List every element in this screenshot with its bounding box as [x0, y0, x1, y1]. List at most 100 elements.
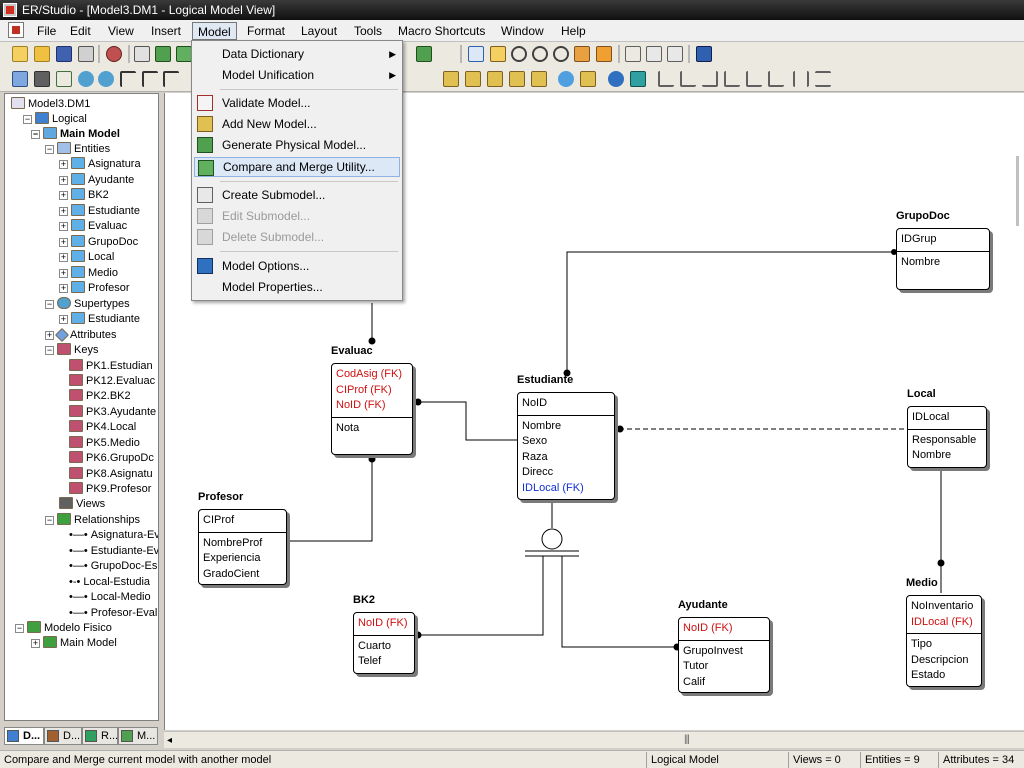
tree-key[interactable]: PK12.Evaluac: [69, 374, 155, 389]
rel-profesor-evaluac[interactable]: [289, 459, 373, 542]
tree-attributes[interactable]: +Attributes: [45, 327, 117, 343]
attr-field[interactable]: Experiencia: [203, 552, 261, 564]
menu-item-model-properties[interactable]: Model Properties...: [222, 280, 323, 294]
move-icon[interactable]: [596, 46, 612, 62]
menu-model[interactable]: Model: [192, 22, 237, 40]
rel-grupodoc-estudiante[interactable]: [566, 251, 894, 375]
paste-icon[interactable]: [667, 46, 683, 62]
tree-physical-main-model[interactable]: +Main Model: [31, 636, 117, 649]
tree-entity[interactable]: +Local: [59, 250, 115, 263]
attr-field[interactable]: NombreProf: [203, 536, 263, 549]
attr-field[interactable]: Cuarto: [358, 639, 392, 652]
panel-splitter[interactable]: [1016, 156, 1019, 226]
new-icon[interactable]: [12, 46, 28, 62]
attr-field[interactable]: Raza: [522, 450, 548, 463]
attr-field[interactable]: Direcc: [522, 466, 554, 478]
layout-grid-icon[interactable]: [487, 71, 503, 87]
scissors-icon[interactable]: [625, 46, 641, 62]
tree-key[interactable]: PK5.Medio: [69, 436, 140, 451]
fk-field[interactable]: CodAsig (FK): [336, 368, 403, 380]
space-horizontal-icon[interactable]: [793, 71, 809, 87]
globe-icon[interactable]: [558, 71, 574, 87]
tab-macros[interactable]: M...: [118, 727, 158, 745]
refresh-icon[interactable]: [580, 71, 596, 87]
zoom-in-icon[interactable]: [511, 46, 527, 62]
tree-main-model[interactable]: −Main Model: [31, 127, 120, 140]
rel-estudiante-ayudante[interactable]: [561, 556, 678, 648]
tree-entity[interactable]: +Evaluac: [59, 219, 128, 232]
tree-physical-model[interactable]: −Modelo Fisico: [15, 621, 112, 634]
fk-field[interactable]: NoID (FK): [683, 622, 733, 634]
tree-key[interactable]: PK4.Local: [69, 420, 136, 435]
menu-view[interactable]: View: [108, 24, 134, 38]
attr-field[interactable]: Tutor: [683, 660, 709, 672]
menu-edit[interactable]: Edit: [70, 24, 91, 38]
subtype-tool-icon[interactable]: [78, 71, 94, 87]
attr-field[interactable]: Nombre: [901, 255, 941, 268]
rel-estudiante-evaluac[interactable]: [417, 401, 517, 441]
align-bottom-icon[interactable]: [768, 71, 784, 87]
recursive-rel-icon[interactable]: [163, 71, 179, 87]
subtype-circle[interactable]: [541, 528, 563, 550]
identifying-rel-icon[interactable]: [142, 71, 158, 87]
tree-supertypes[interactable]: −Supertypes: [45, 297, 130, 310]
entity-tool-icon[interactable]: [12, 71, 28, 87]
tree-root[interactable]: Model3.DM1: [11, 97, 90, 112]
document-icon[interactable]: [8, 22, 24, 38]
tree-relationship[interactable]: •—•Local-Medio: [69, 591, 151, 603]
tree-entity[interactable]: +BK2: [59, 188, 109, 201]
tree-entity[interactable]: +GrupoDoc: [59, 235, 139, 248]
tree-layout-icon[interactable]: [509, 71, 525, 87]
space-vertical-icon[interactable]: [815, 71, 831, 87]
view-tool-icon[interactable]: [34, 71, 50, 87]
print-icon[interactable]: [78, 46, 94, 62]
save-icon[interactable]: [56, 46, 72, 62]
align-top-icon[interactable]: [724, 71, 740, 87]
hand-pan-icon[interactable]: [490, 46, 506, 62]
tree-entity[interactable]: +Medio: [59, 266, 118, 279]
fk-field[interactable]: CIProf (FK): [336, 383, 392, 396]
canvas-horizontal-scrollbar[interactable]: ◂ |||: [164, 731, 1024, 748]
attr-field[interactable]: GrupoInvest: [683, 644, 743, 657]
tree-key[interactable]: PK8.Asignatu: [69, 467, 153, 482]
menu-tools[interactable]: Tools: [354, 24, 383, 38]
attr-field[interactable]: Nombre: [912, 449, 952, 461]
align-left-icon[interactable]: [658, 71, 674, 87]
attr-field[interactable]: Tipo: [911, 638, 932, 650]
open-icon[interactable]: [34, 46, 50, 62]
auto-layout-icon[interactable]: [630, 71, 646, 87]
copy-icon[interactable]: [646, 46, 662, 62]
fk-field[interactable]: IDLocal (FK): [911, 615, 973, 628]
attr-field[interactable]: Responsable: [912, 433, 977, 446]
tree-key[interactable]: PK6.GrupoDc: [69, 451, 154, 466]
tree-relationship[interactable]: •—•GrupoDoc-Es: [69, 560, 158, 572]
tree-relationship[interactable]: •—•Estudiante-Ev: [69, 545, 159, 557]
tree-key[interactable]: PK9.Profesor: [69, 482, 151, 497]
pk-field[interactable]: IDLocal: [912, 411, 950, 423]
tree-key[interactable]: PK1.Estudian: [69, 359, 153, 374]
supertype-tool-icon[interactable]: [98, 71, 114, 87]
check-icon[interactable]: [155, 46, 171, 62]
menu-macro-shortcuts[interactable]: Macro Shortcuts: [398, 24, 486, 38]
tab-repository[interactable]: R...: [82, 727, 118, 745]
format-brush-icon[interactable]: [696, 46, 712, 62]
tree-views[interactable]: Views: [59, 497, 105, 512]
menu-item-add-new-model[interactable]: Add New Model...: [194, 114, 400, 134]
layout-icon[interactable]: [416, 46, 432, 62]
cut-arrow-icon[interactable]: [106, 46, 122, 62]
align-icon[interactable]: [443, 71, 459, 87]
preview-icon[interactable]: [134, 46, 150, 62]
tab-data-dictionary[interactable]: D...: [44, 727, 82, 745]
align-center-icon[interactable]: [680, 71, 696, 87]
pk-field[interactable]: CIProf: [203, 514, 235, 526]
menu-item-create-submodel[interactable]: Create Submodel...: [194, 185, 400, 205]
zoom-fit-icon[interactable]: [553, 46, 569, 62]
pan-hand-icon[interactable]: [574, 46, 590, 62]
fk-field[interactable]: NoID (FK): [336, 399, 386, 411]
attr-field[interactable]: Nombre: [522, 419, 562, 432]
merge-icon[interactable]: [176, 46, 192, 62]
attr-field[interactable]: Calif: [683, 675, 706, 688]
nonidentifying-rel-icon[interactable]: [120, 71, 136, 87]
tree-logical[interactable]: −Logical: [23, 112, 87, 125]
fk-field[interactable]: IDLocal (FK): [522, 481, 584, 494]
